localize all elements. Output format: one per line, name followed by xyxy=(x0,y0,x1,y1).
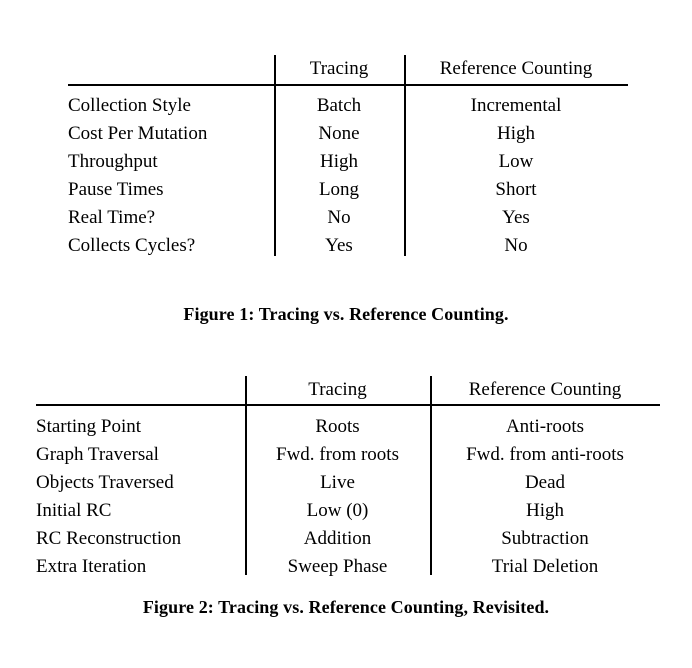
table-2-row-5-refcounting: Trial Deletion xyxy=(491,556,599,577)
table-2-body: Starting Point Roots Anti-roots Graph Tr… xyxy=(36,409,660,581)
table-1-column-rule-2 xyxy=(404,55,406,256)
table-1-row-1-refcounting: High xyxy=(497,123,535,144)
table-2-header-reference-counting: Reference Counting xyxy=(468,379,622,400)
table-2-column-rule-1 xyxy=(245,376,247,575)
comparison-table-1: Tracing Reference Counting Collection St… xyxy=(68,55,628,260)
table-row: Throughput High Low xyxy=(68,148,628,176)
table-1-header-row: Tracing Reference Counting xyxy=(68,55,628,88)
table-row: Extra Iteration Sweep Phase Trial Deleti… xyxy=(36,553,660,581)
table-2-row-2-tracing: Live xyxy=(320,472,355,493)
table-2-header-rule xyxy=(36,404,660,406)
table-row: Cost Per Mutation None High xyxy=(68,120,628,148)
table-1-row-5-refcounting: No xyxy=(504,235,528,256)
table-1-row-1-tracing: None xyxy=(318,123,360,144)
table-row: Real Time? No Yes xyxy=(68,204,628,232)
table-1-row-0-label: Collection Style xyxy=(68,95,191,116)
table-2-row-1-label: Graph Traversal xyxy=(36,444,159,465)
table-1-head: Tracing Reference Counting xyxy=(68,55,628,88)
table-1-row-5-tracing: Yes xyxy=(325,235,353,256)
table-2-row-0-label: Starting Point xyxy=(36,416,142,437)
table-1-header-reference-counting: Reference Counting xyxy=(439,58,593,79)
table-1-body: Collection Style Batch Incremental Cost … xyxy=(68,88,628,260)
table-1-row-0-tracing: Batch xyxy=(316,95,362,116)
table-row: Pause Times Long Short xyxy=(68,176,628,204)
table-row: Initial RC Low (0) High xyxy=(36,497,660,525)
table-1-row-1-label: Cost Per Mutation xyxy=(68,123,208,144)
table-1-row-5-label: Collects Cycles? xyxy=(68,235,196,256)
table-1-row-3-tracing: Long xyxy=(318,179,360,200)
table-1-row-4-label: Real Time? xyxy=(68,207,156,228)
table-row: Starting Point Roots Anti-roots xyxy=(36,409,660,441)
table-2-header-tracing: Tracing xyxy=(308,379,367,400)
figure-1-caption: Figure 1: Tracing vs. Reference Counting… xyxy=(183,304,509,324)
table-row: Graph Traversal Fwd. from roots Fwd. fro… xyxy=(36,441,660,469)
table-2-row-0-tracing: Roots xyxy=(315,416,360,437)
table-2-row-1-refcounting: Fwd. from anti-roots xyxy=(466,444,624,465)
table-2-row-5-label: Extra Iteration xyxy=(36,556,147,577)
table-1-row-4-refcounting: Yes xyxy=(502,207,530,228)
table-1-row-2-tracing: High xyxy=(320,151,358,172)
table-1-row-3-refcounting: Short xyxy=(495,179,537,200)
comparison-table-2: Tracing Reference Counting Starting Poin… xyxy=(36,376,660,581)
table-2-row-5-tracing: Sweep Phase xyxy=(287,556,388,577)
table-row: Collects Cycles? Yes No xyxy=(68,232,628,260)
table-2-head: Tracing Reference Counting xyxy=(36,376,660,409)
table-1-column-rule-1 xyxy=(274,55,276,256)
table-1-row-2-label: Throughput xyxy=(68,151,158,172)
table-2-row-2-label: Objects Traversed xyxy=(36,472,174,493)
table-2-row-4-label: RC Reconstruction xyxy=(36,528,182,549)
table-row: Collection Style Batch Incremental xyxy=(68,88,628,120)
table-1-row-3-label: Pause Times xyxy=(68,179,164,200)
table-2-row-4-tracing: Addition xyxy=(303,528,372,549)
table-1-row-0-refcounting: Incremental xyxy=(470,95,562,116)
table-2-header-row: Tracing Reference Counting xyxy=(36,376,660,409)
figure-2-table-wrapper: Tracing Reference Counting Starting Poin… xyxy=(36,376,660,581)
table-1-row-4-tracing: No xyxy=(327,207,351,228)
table-1-header-tracing: Tracing xyxy=(309,58,369,79)
table-2-row-2-refcounting: Dead xyxy=(524,472,566,493)
table-row: RC Reconstruction Addition Subtraction xyxy=(36,525,660,553)
table-1-header-rule xyxy=(68,84,628,86)
figure-2-caption: Figure 2: Tracing vs. Reference Counting… xyxy=(142,597,550,617)
table-2-row-3-refcounting: High xyxy=(526,500,564,521)
table-2-row-3-label: Initial RC xyxy=(36,500,112,521)
table-row: Objects Traversed Live Dead xyxy=(36,469,660,497)
table-1-row-2-refcounting: Low xyxy=(498,151,534,172)
figure-1-table-wrapper: Tracing Reference Counting Collection St… xyxy=(68,55,628,260)
table-2-row-1-tracing: Fwd. from roots xyxy=(276,444,399,465)
table-2-row-4-refcounting: Subtraction xyxy=(501,528,589,549)
table-2-row-3-tracing: Low (0) xyxy=(306,500,369,521)
table-2-column-rule-2 xyxy=(430,376,432,575)
table-2-row-0-refcounting: Anti-roots xyxy=(505,416,585,437)
